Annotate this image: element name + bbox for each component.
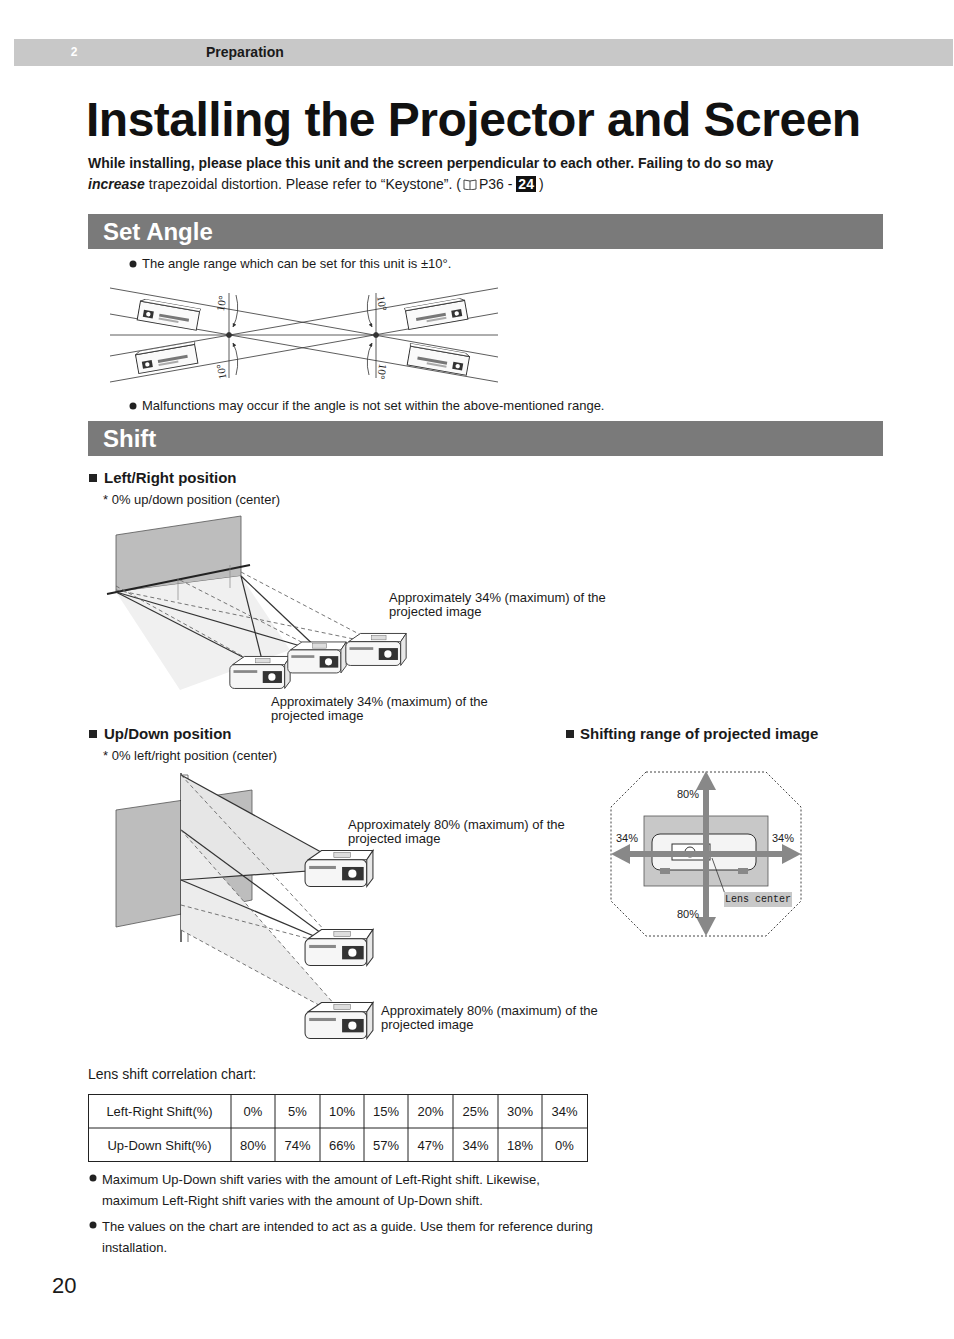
band-title: Shift <box>103 425 156 452</box>
text-label: Approximately 80% (maximum) of the proje… <box>348 818 573 846</box>
text-label: 10° <box>213 363 230 381</box>
table-cell: 18% <box>498 1129 542 1162</box>
shift-range-diagram <box>611 771 801 936</box>
text-label: Approximately 34% (maximum) of the proje… <box>389 591 614 619</box>
page-ref: P36 - <box>479 176 512 192</box>
section-band: Set Angle <box>88 214 883 249</box>
up-down-shift-diagram <box>116 773 373 1039</box>
table-cell: 74% <box>275 1129 320 1162</box>
text-label: The angle range which can be set for thi… <box>142 256 451 271</box>
table-cell: 10% <box>320 1095 364 1128</box>
text-label: 20 <box>52 1278 76 1293</box>
text-label: Approximately 80% (maximum) of the proje… <box>381 1004 606 1032</box>
intro-emphasis: increase <box>88 176 145 192</box>
text-label: Lens center <box>724 892 792 907</box>
text-label: 10° <box>213 295 230 313</box>
table-cell: 80% <box>231 1129 275 1162</box>
text-label: Maximum Up-Down shift varies with the am… <box>102 1169 597 1211</box>
table-cell: 15% <box>364 1095 408 1128</box>
table-cell: 34% <box>453 1129 498 1162</box>
table-cell: 25% <box>453 1095 498 1128</box>
text-label: Approximately 34% (maximum) of the proje… <box>271 695 496 723</box>
text-label: Malfunctions may occur if the angle is n… <box>142 398 604 413</box>
page-title: Installing the Projector and Screen <box>86 92 861 147</box>
text-label: Left/Right position <box>104 470 236 485</box>
text-label: 34% <box>616 831 638 846</box>
text-label: * 0% up/down position (center) <box>103 492 280 507</box>
left-right-shift-diagram <box>107 516 406 690</box>
table-cell: 30% <box>498 1095 542 1128</box>
band-title: Preparation <box>206 44 284 61</box>
table-cell: Left-Right Shift(%) <box>88 1095 231 1128</box>
text-label: 80% <box>677 787 699 802</box>
text-label: 34% <box>772 831 794 846</box>
text-label: Shifting range of projected image <box>580 726 818 741</box>
header-bar: Preparation <box>14 39 953 66</box>
text-label: * 0% left/right position (center) <box>103 748 277 763</box>
table-cell: 47% <box>408 1129 453 1162</box>
intro-line: While installing, please place this unit… <box>88 153 928 174</box>
table-cell: 0% <box>542 1129 587 1162</box>
band-title: Set Angle <box>103 218 213 245</box>
table-cell: 57% <box>364 1129 408 1162</box>
table-cell: 0% <box>231 1095 275 1128</box>
text-label: The values on the chart are intended to … <box>102 1216 597 1258</box>
text-label: Up/Down position <box>104 726 231 741</box>
intro-line: trapezoidal distortion. Please refer to … <box>149 176 461 192</box>
text-label: 2 <box>66 44 82 60</box>
page-ref: ) <box>539 176 544 192</box>
correlation-table-grid <box>88 1094 588 1162</box>
table-cell: 5% <box>275 1095 320 1128</box>
intro-text: While installing, please place this unit… <box>88 153 928 195</box>
book-icon <box>463 178 477 190</box>
text-label: Lens shift correlation chart: <box>88 1067 256 1082</box>
text-label: 80% <box>677 907 699 922</box>
bullet-dots <box>90 261 137 1229</box>
text-label: 10° <box>373 363 390 381</box>
table-cell: 66% <box>320 1129 364 1162</box>
angle-diagram <box>110 288 498 382</box>
section-band: Shift <box>88 421 883 456</box>
page-ref-badge: 24 <box>516 176 536 192</box>
heading-squares <box>89 474 574 738</box>
table-cell: 34% <box>542 1095 587 1128</box>
table-cell: 20% <box>408 1095 453 1128</box>
text-label: 10° <box>373 295 390 313</box>
table-cell: Up-Down Shift(%) <box>88 1129 231 1162</box>
